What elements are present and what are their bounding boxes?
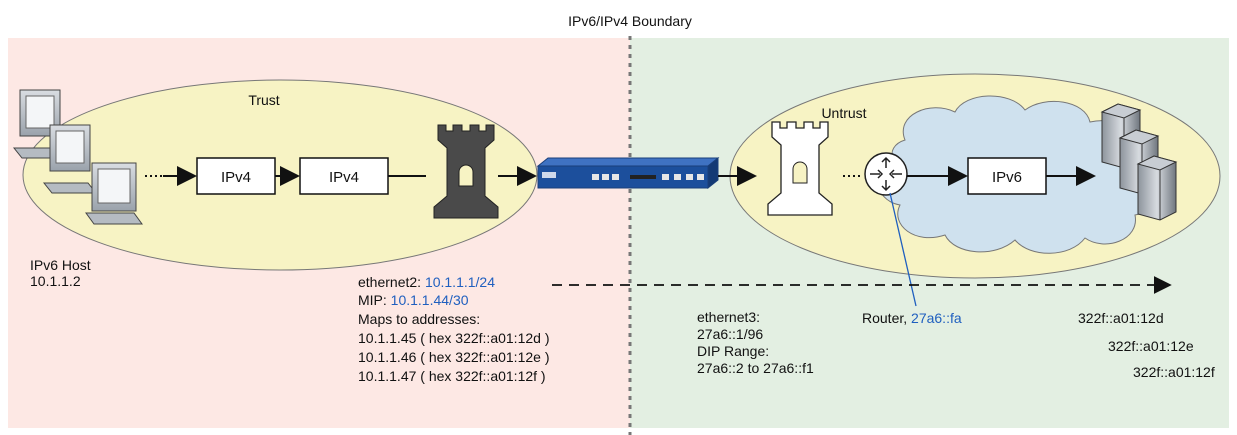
server-address-3: 322f::a01:12f [1133, 364, 1215, 380]
firewall-tower-icon [767, 121, 833, 216]
ipv4-box-1: IPv4 [196, 157, 276, 195]
ethernet3-address: 27a6::1/96 [697, 326, 763, 342]
router-address: 27a6::fa [911, 310, 962, 326]
maps-label: Maps to addresses: [358, 311, 480, 327]
dip-range-label: DIP Range: [697, 343, 769, 359]
host-label: IPv6 Host [30, 257, 91, 273]
map-address-2: 10.1.1.46 ( hex 322f::a01:12e ) [358, 349, 549, 365]
firewall-tower-icon [433, 124, 499, 219]
ipv4-box-2: IPv4 [299, 157, 389, 195]
ethernet2-address: 10.1.1.1/24 [425, 274, 495, 290]
server-icon [1136, 155, 1178, 221]
mip-address: 10.1.1.44/30 [391, 292, 469, 308]
map-address-3: 10.1.1.47 ( hex 322f::a01:12f ) [358, 368, 546, 384]
ethernet2-label: ethernet2: 10.1.1.1/24 [358, 274, 495, 290]
computer-icon [85, 162, 143, 225]
server-address-1: 322f::a01:12d [1078, 310, 1164, 326]
ipv4-box-2-label: IPv4 [329, 169, 359, 186]
ipv6-box: IPv6 [967, 157, 1047, 195]
ipv4-box-1-label: IPv4 [221, 169, 251, 186]
dip-range-value: 27a6::2 to 27a6::f1 [697, 360, 814, 376]
router-icon [864, 152, 908, 196]
host-address: 10.1.1.2 [30, 273, 81, 289]
router-leader-line [889, 192, 917, 307]
server-address-2: 322f::a01:12e [1108, 338, 1194, 354]
boundary-label: IPv6/IPv4 Boundary [568, 13, 692, 29]
router-label: Router, 27a6::fa [862, 310, 962, 326]
untrust-label: Untrust [821, 105, 866, 121]
map-address-1: 10.1.1.45 ( hex 322f::a01:12d ) [358, 330, 549, 346]
security-device-icon [536, 156, 720, 190]
ipv6-box-label: IPv6 [992, 169, 1022, 186]
mip-label: MIP: 10.1.1.44/30 [358, 292, 469, 308]
computer-icon [42, 124, 98, 194]
ethernet3-label: ethernet3: [697, 309, 760, 325]
trust-label: Trust [248, 92, 279, 108]
